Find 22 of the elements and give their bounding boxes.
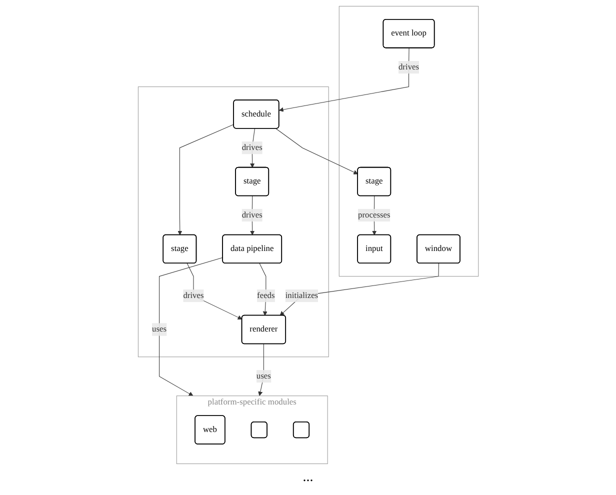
edge-label: feeds	[256, 291, 274, 300]
edge-label: drives	[398, 62, 419, 72]
edge-label: uses	[256, 372, 271, 381]
edge-label: initializes	[285, 291, 318, 300]
edge-label: uses	[152, 324, 166, 334]
ellipsis-note: ...	[302, 470, 314, 485]
arrow	[186, 263, 242, 320]
arrow	[258, 343, 264, 396]
arrow	[177, 124, 234, 236]
cluster	[338, 6, 478, 277]
edge-label: drives	[242, 210, 262, 220]
edge-label: drives	[182, 291, 204, 300]
arrow	[250, 128, 255, 168]
arrow	[158, 257, 223, 396]
edge-label: processes	[358, 210, 390, 220]
edge-label: drives	[242, 143, 262, 152]
arrow	[250, 196, 254, 236]
cluster	[138, 86, 329, 358]
arrow	[275, 128, 358, 174]
arrow	[279, 263, 439, 316]
arrow	[278, 48, 409, 112]
arrow	[258, 263, 268, 316]
